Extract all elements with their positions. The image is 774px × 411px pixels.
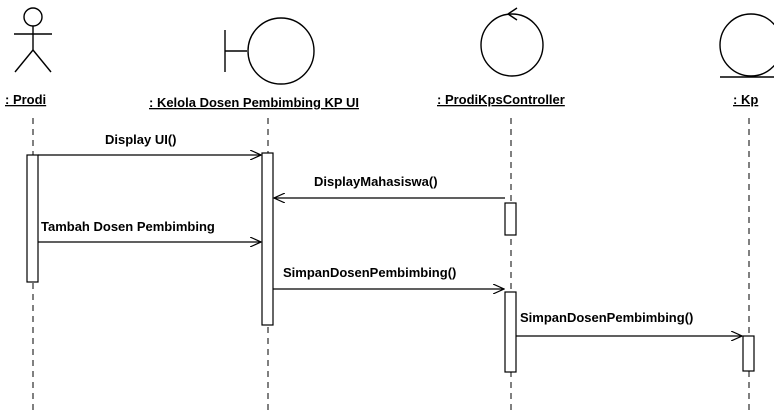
- control-icon: [480, 7, 544, 77]
- participant-prodi: : Prodi: [5, 92, 46, 107]
- activation-kelola-ui: [261, 152, 274, 326]
- participant-kp: : Kp: [733, 92, 758, 107]
- activation-prodi: [26, 154, 39, 283]
- participant-controller: : ProdiKpsController: [437, 92, 565, 107]
- entity-icon: [719, 13, 774, 78]
- message-label-3: Tambah Dosen Pembimbing: [41, 219, 215, 234]
- activation-controller-2: [504, 291, 517, 373]
- activation-controller-1: [504, 202, 517, 236]
- message-label-2: DisplayMahasiswa(): [314, 174, 438, 189]
- message-label-4: SimpanDosenPembimbing(): [283, 265, 456, 280]
- actor-icon: [14, 7, 52, 73]
- activation-kp: [742, 335, 755, 372]
- message-label-5: SimpanDosenPembimbing(): [520, 310, 693, 325]
- boundary-icon: [224, 17, 315, 85]
- message-label-1: Display UI(): [105, 132, 177, 147]
- participant-kelola-ui: : Kelola Dosen Pembimbing KP UI: [149, 95, 359, 110]
